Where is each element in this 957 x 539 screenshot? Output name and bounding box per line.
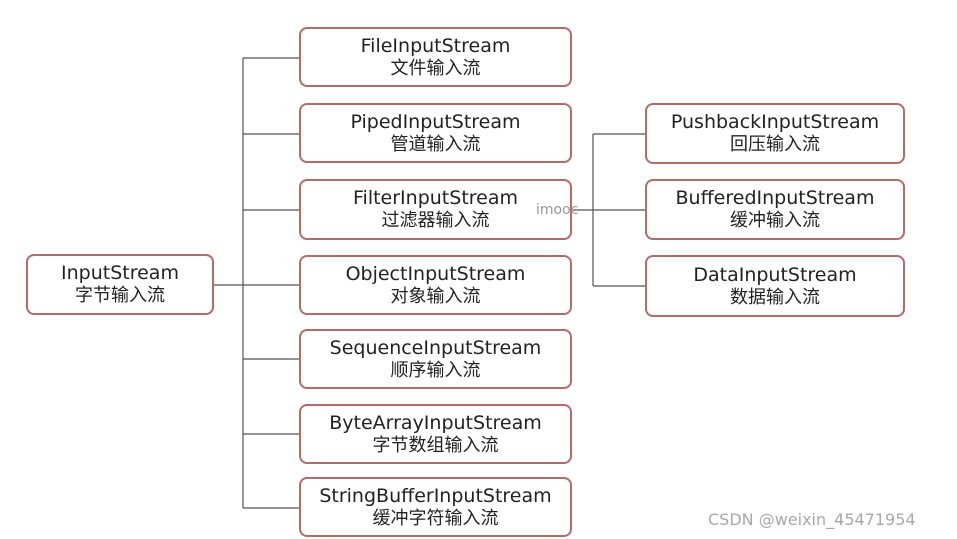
csdn-watermark: CSDN @weixin_45471954 (708, 510, 916, 529)
imooc-watermark: imooc (536, 202, 579, 218)
node-bytearrayinputstream: ByteArrayInputStream 字节数组输入流 (299, 404, 572, 464)
node-label-en: ByteArrayInputStream (329, 411, 542, 434)
node-label-en: InputStream (61, 262, 179, 284)
node-label-en: StringBufferInputStream (319, 484, 552, 507)
node-label-zh: 文件输入流 (390, 57, 481, 79)
node-fileinputstream: FileInputStream 文件输入流 (299, 27, 572, 87)
node-label-en: FileInputStream (360, 34, 511, 57)
node-label-zh: 缓冲输入流 (730, 210, 820, 231)
node-bufferedinputstream: BufferedInputStream 缓冲输入流 (645, 179, 905, 240)
node-datainputstream: DataInputStream 数据输入流 (645, 255, 905, 317)
node-filterinputstream: FilterInputStream 过滤器输入流 (299, 179, 572, 240)
node-label-zh: 管道输入流 (390, 133, 481, 155)
node-label-zh: 过滤器输入流 (381, 210, 490, 231)
node-label-zh: 数据输入流 (730, 286, 820, 308)
node-label-en: FilterInputStream (353, 187, 518, 209)
node-sequenceinputstream: SequenceInputStream 顺序输入流 (299, 329, 572, 389)
node-label-en: ObjectInputStream (345, 262, 526, 285)
node-objectinputstream: ObjectInputStream 对象输入流 (299, 255, 572, 315)
node-label-zh: 顺序输入流 (390, 359, 481, 381)
node-label-en: PushbackInputStream (670, 111, 880, 133)
node-label-en: BufferedInputStream (675, 187, 875, 209)
node-label-zh: 缓冲字符输入流 (372, 507, 499, 529)
node-label-zh: 对象输入流 (390, 285, 481, 307)
node-label-en: SequenceInputStream (329, 336, 542, 359)
node-label-zh: 字节输入流 (75, 285, 165, 306)
node-label-zh: 回压输入流 (730, 134, 820, 155)
node-label-en: DataInputStream (693, 263, 857, 286)
node-pushbackinputstream: PushbackInputStream 回压输入流 (645, 103, 905, 164)
node-pipedinputstream: PipedInputStream 管道输入流 (299, 103, 572, 163)
node-stringbufferinputstream: StringBufferInputStream 缓冲字符输入流 (299, 477, 572, 537)
node-inputstream: InputStream 字节输入流 (26, 254, 214, 315)
node-label-en: PipedInputStream (350, 110, 521, 133)
node-label-zh: 字节数组输入流 (372, 434, 499, 456)
